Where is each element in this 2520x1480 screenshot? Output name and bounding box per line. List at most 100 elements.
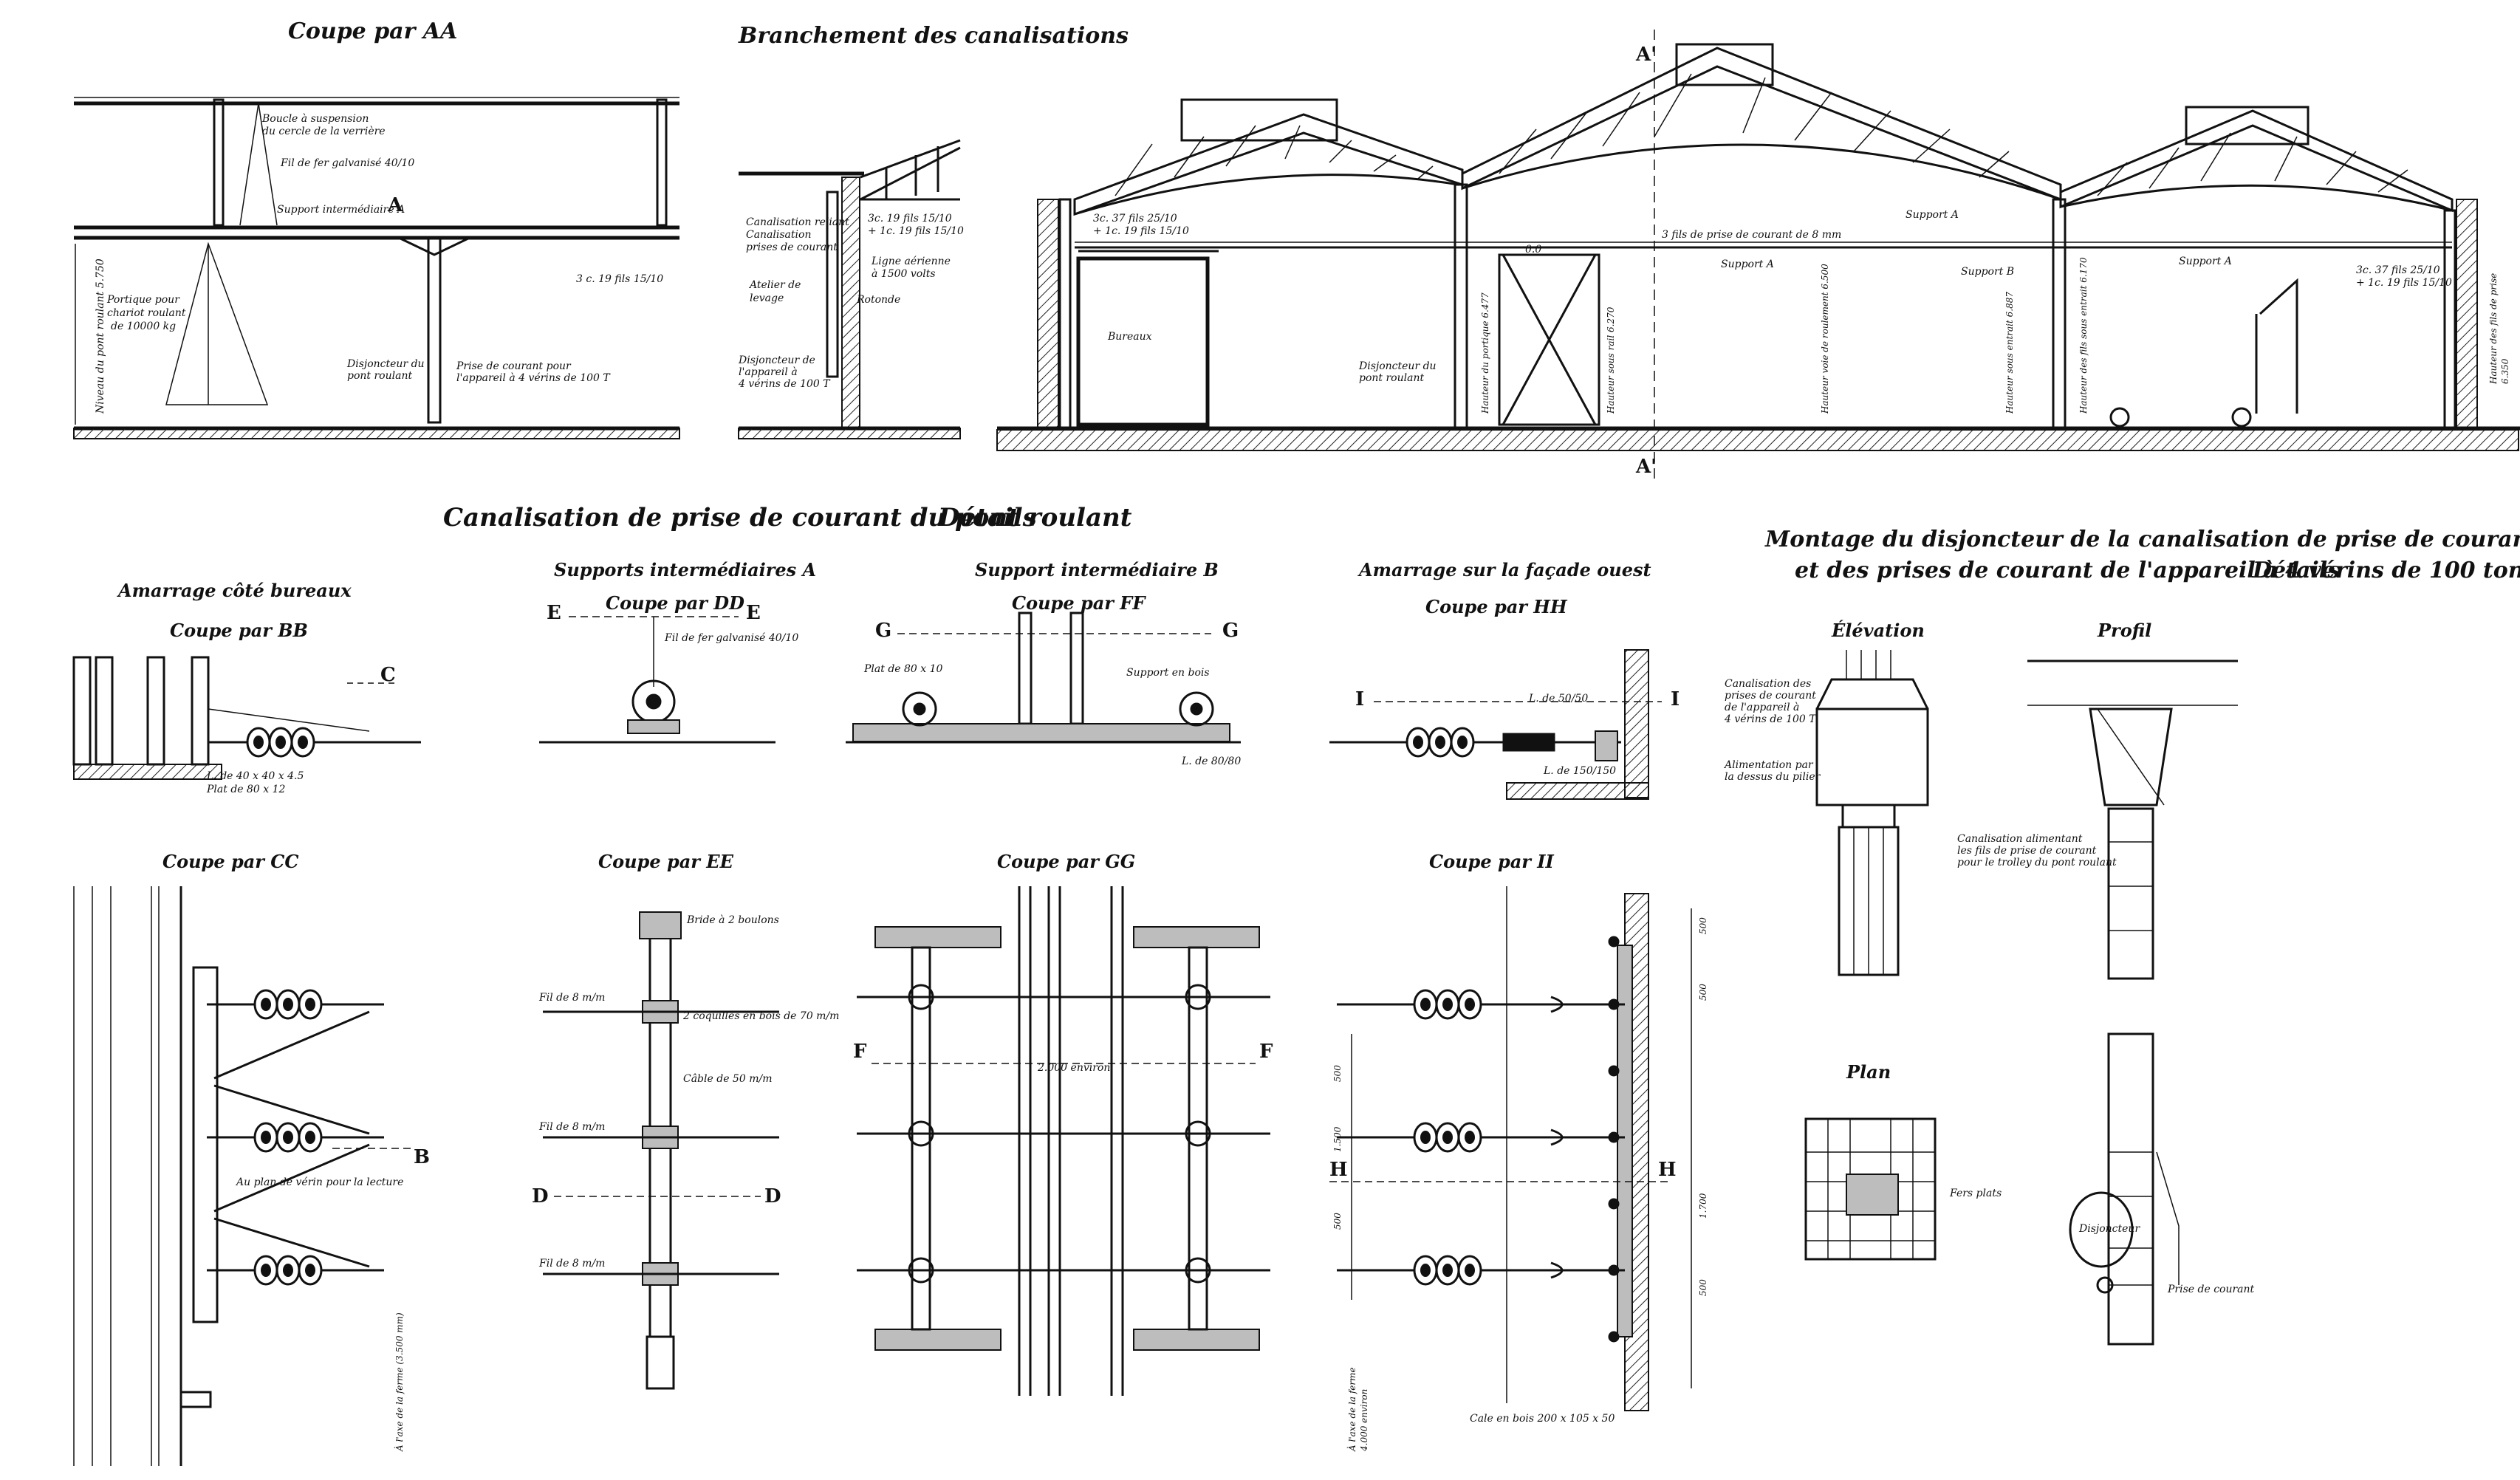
note-canal-montage-3: de l'appareil à (1725, 702, 1799, 713)
support-b-detail: Support intermédiaire B Coupe par FF G G… (846, 559, 1241, 767)
note-branch-fils-b: + 1c. 19 fils 15/10 (868, 225, 964, 237)
note-fil-ee-1: Fil de 8 m/m (538, 992, 605, 1004)
note-axe-ii: À l'axe de la ferme (1346, 1367, 1357, 1452)
supports-a-detail: Supports intermédiaires A Coupe par DD E… (539, 559, 816, 744)
note-dim-00: 0.0 (1525, 244, 1541, 256)
note-h3: Hauteur voie de roulement 6.500 (1820, 264, 1830, 414)
montage-details: Élévation Profil Canalisation des prises… (1723, 620, 2255, 1346)
note-prise: Prise de courant pour (456, 360, 572, 372)
section-letter-g-right: G (1222, 620, 1239, 642)
hall-cross-section: A' A' Bureaux 3c. 37 fils 25/10 + 1c. 19… (996, 30, 2520, 480)
note-hall-disjoncteur-2: pont roulant (1359, 372, 1424, 384)
note-portique-2: chariot roulant (107, 307, 186, 319)
note-alim: Alimentation par (1723, 759, 1814, 771)
amarrage-ouest-title: Amarrage sur la façade ouest (1357, 559, 1651, 580)
note-cable-ee: Câble de 50 m/m (683, 1073, 772, 1085)
note-branch-disjoncteur-2: l'appareil à (739, 366, 798, 378)
note-fil-ee-2: Fil de 8 m/m (538, 1121, 605, 1133)
note-portique-3: de 10000 kg (111, 321, 176, 332)
note-branch-canalisation-3: prises de courant (746, 241, 838, 253)
dim-500-b: 500 (1698, 984, 1708, 1001)
plan-title: Plan (1846, 1061, 1891, 1083)
coupe-ii-detail: Coupe par II H H 500 500 1.700 500 500 5… (1329, 851, 1708, 1452)
note-support-b: Support B (1961, 266, 2014, 278)
amarrage-bureaux-title: Amarrage côté bureaux (117, 580, 352, 601)
note-h4: Hauteur sous entrait 6.887 (2004, 292, 2015, 414)
note-disjoncteur-plan: Disjoncteur (2078, 1223, 2140, 1235)
note-cale: Cale en bois 200 x 105 x 50 (1470, 1413, 1615, 1425)
section-letter-e-right: E (746, 602, 761, 624)
section-letter-f-right: F (1259, 1041, 1273, 1063)
montage-detail-title: Détails (2252, 558, 2340, 583)
note-ligne: Ligne aérienne (871, 256, 951, 267)
note-disjoncteur: Disjoncteur du (346, 358, 425, 370)
note-branch-disjoncteur: Disjoncteur de (738, 354, 815, 366)
coupe-cc-detail: Coupe par CC B Au plan de vérin pour la … (73, 851, 430, 1466)
branchement-section: Branchement des canalisations Canalisati… (738, 23, 1129, 439)
note-portique: Portique pour (106, 294, 180, 306)
amarrage-bureaux-detail: Amarrage côté bureaux Coupe par BB C L. … (72, 580, 421, 795)
coupe-ii-title: Coupe par II (1429, 851, 1555, 872)
note-h7: 6.350 (2500, 358, 2510, 384)
note-support-a-3: Support A (2179, 256, 2232, 267)
note-canal-montage: Canalisation des (1725, 678, 1811, 690)
profil-title: Profil (2097, 620, 2151, 641)
note-prise-2: l'appareil à 4 vérins de 100 T (456, 372, 611, 384)
note-alim-2: la dessus du pilier (1725, 771, 1821, 783)
dim-500-c: 500 (1698, 1279, 1708, 1296)
note-l-ff: L. de 80/80 (1181, 756, 1241, 767)
note-support-a-1: Support A (1906, 209, 1959, 221)
note-plan-cc: Au plan de vérin pour la lecture (235, 1176, 403, 1188)
note-canal-alim-3: pour le trolley du pont roulant (1957, 857, 2117, 869)
note-fers-plats: Fers plats (1949, 1188, 2002, 1199)
note-canal-alim: Canalisation alimentant (1957, 833, 2083, 845)
section-letter-c: C (380, 664, 396, 686)
note-canal-alim-2: les fils de prise de courant (1957, 845, 2097, 857)
note-hall-fils-right-b: + 1c. 19 fils 15/10 (2356, 277, 2452, 289)
dim-500-d: 500 (1332, 1065, 1343, 1082)
note-branch-fils-a: 3c. 19 fils 15/10 (868, 213, 952, 225)
note-fil-galvanise: Fil de fer galvanisé 40/10 (280, 157, 414, 169)
montage-title-line-1: Montage du disjoncteur de la canalisatio… (1764, 527, 2520, 552)
supports-a-title: Supports intermédiaires A (554, 559, 816, 580)
section-letter-d-left: D (532, 1185, 549, 1207)
note-h6: Hauteur des fils de prise (2488, 273, 2499, 385)
note-support-a-2: Support A (1721, 258, 1774, 270)
dim-1500: 1.500 (1332, 1126, 1343, 1152)
canalisation-title: Canalisation de prise de courant du pont… (443, 503, 1132, 532)
section-letter-d-right: D (764, 1185, 781, 1207)
note-h1: Hauteur du portique 6.477 (1480, 292, 1490, 414)
coupe-gg-title: Coupe par GG (997, 851, 1135, 872)
note-plat-ff: Plat de 80 x 10 (863, 663, 943, 675)
note-fil-dd: Fil de fer galvanisé 40/10 (664, 632, 798, 644)
note-hall-disjoncteur: Disjoncteur du (1358, 360, 1437, 372)
note-prise-plan: Prise de courant (2167, 1284, 2255, 1295)
section-letter-h-right: H (1658, 1159, 1677, 1181)
coupe-ee-detail: Coupe par EE D D Bride à 2 boulons Fil d… (532, 851, 839, 1390)
section-letter-a-prime-bottom: A' (1635, 456, 1657, 478)
note-branch-canalisation-2: Canalisation (746, 229, 811, 241)
note-support-a: Support intermédiaire A (277, 204, 405, 216)
note-bride-ee: Bride à 2 boulons (686, 914, 779, 926)
dim-1700: 1.700 (1698, 1193, 1708, 1219)
elevation-title: Élévation (1831, 620, 1925, 641)
note-l-hh: L. de 50/50 (1528, 693, 1588, 705)
section-letter-f-left: F (853, 1041, 867, 1063)
note-hall-fils-left-b: + 1c. 19 fils 15/10 (1093, 225, 1189, 237)
section-letter-i-left: I (1355, 688, 1364, 710)
note-fil-ee-3: Fil de 8 m/m (538, 1258, 605, 1270)
note-hall-fils-right-a: 3c. 37 fils 25/10 (2356, 264, 2440, 276)
section-letter-i-right: I (1671, 688, 1680, 710)
section-letter-g-left: G (875, 620, 891, 642)
note-disjoncteur-2: pont roulant (347, 370, 412, 382)
note-atelier-2: levage (750, 292, 784, 304)
coupe-dd-title: Coupe par DD (606, 592, 744, 614)
dim-500-a: 500 (1698, 917, 1708, 934)
note-h2: Hauteur sous rail 6.270 (1606, 306, 1616, 414)
note-support-bois: Support en bois (1126, 667, 1210, 679)
note-h5: Hauteur des fils sous entrait 6.170 (2078, 257, 2089, 414)
note-trois-fils: 3 fils de prise de courant de 8 mm (1662, 229, 1841, 241)
section-letter-a-prime-top: A' (1635, 44, 1657, 66)
dim-500-e: 500 (1332, 1213, 1343, 1230)
